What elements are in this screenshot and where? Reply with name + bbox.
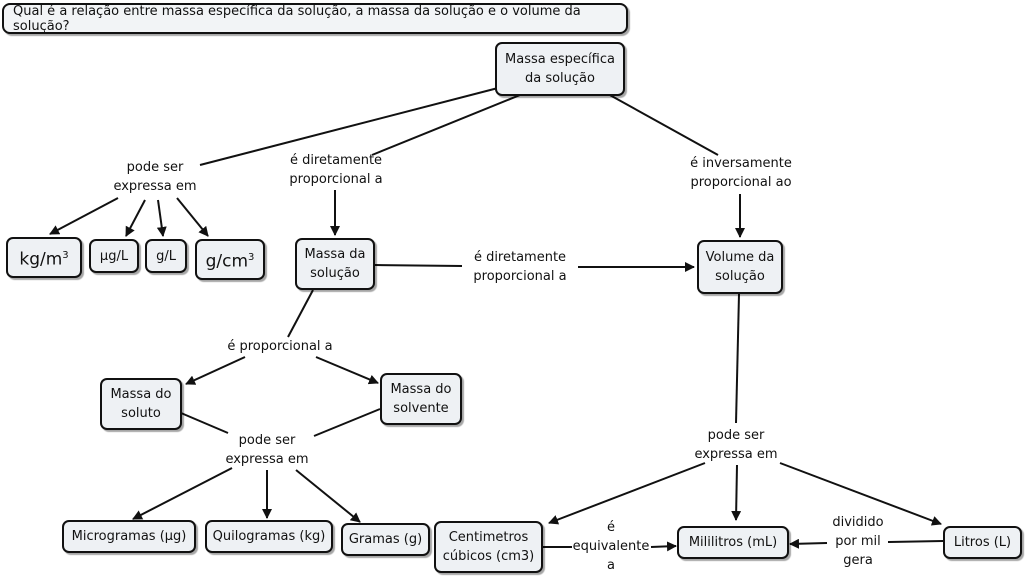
node-litros[interactable]: Litros (L) [943, 526, 1022, 559]
node-label: g/L [156, 248, 176, 264]
node-massa-solucao[interactable]: Massa da solução [295, 238, 375, 290]
focus-question: Qual é a relação entre massa específica … [2, 3, 628, 34]
link-dividido: dividido por mil gera [832, 515, 884, 568]
link-inversamente: é inversamente proporcional ao [690, 156, 792, 190]
link-pode-ser-expressa-3: pode ser expressa em [694, 428, 778, 462]
edge-arrow [315, 356, 379, 385]
edge-arrow [295, 469, 361, 523]
edge-arrow [779, 462, 942, 526]
node-microgramas[interactable]: Microgramas (µg) [62, 520, 196, 553]
edge-arrow [789, 538, 828, 549]
edge-line [199, 87, 499, 166]
edge-line [607, 93, 719, 156]
node-label: Litros (L) [953, 535, 1012, 550]
edge-line [887, 540, 944, 543]
node-centimetros[interactable]: Centimetros cúbicos (cm3) [434, 521, 543, 573]
node-label: Quilogramas (kg) [212, 529, 326, 544]
edge-line [313, 408, 381, 437]
node-label: Massa específica da solução [505, 52, 615, 86]
link-equivalente: é equivalente a [572, 520, 650, 573]
edge-arrow [650, 541, 677, 552]
edge-line [371, 94, 521, 156]
edge-arrow [176, 197, 209, 237]
node-massa-solvente[interactable]: Massa do solvente [380, 373, 462, 425]
node-label: Centimetros cúbicos (cm3) [442, 530, 535, 564]
link-diretamente-1: é diretamente proporcional a [289, 153, 383, 187]
node-kg-m3[interactable]: kg/m3 [6, 237, 82, 278]
node-quilogramas[interactable]: Quilogramas (kg) [205, 520, 333, 553]
node-label: Massa do soluto [110, 387, 172, 421]
link-pode-ser-expressa-2: pode ser expressa em [225, 433, 309, 467]
node-g-l[interactable]: g/L [145, 239, 187, 273]
edge-arrow [132, 467, 233, 520]
node-gramas[interactable]: Gramas (g) [341, 523, 430, 556]
node-ug-l[interactable]: µg/L [89, 239, 139, 273]
edge-arrow [548, 462, 706, 525]
link-diretamente-2: é diretamente proporcional a [473, 250, 567, 284]
node-label: kg/m3 [19, 249, 69, 270]
node-massa-soluto[interactable]: Massa do soluto [100, 378, 182, 430]
node-label: Mililitros (mL) [688, 535, 778, 550]
edge-arrow [185, 356, 246, 385]
node-massa-especifica[interactable]: Massa específica da solução [495, 42, 625, 96]
link-proporcional: é proporcional a [227, 339, 333, 354]
link-pode-ser-expressa-1: pode ser expressa em [113, 160, 197, 194]
node-label: µg/L [99, 248, 129, 264]
node-label: Microgramas (µg) [71, 529, 187, 544]
edge-arrow [731, 464, 742, 521]
node-volume-solucao[interactable]: Volume da solução [697, 240, 783, 294]
node-label: Gramas (g) [348, 532, 423, 547]
edge-arrow [125, 199, 146, 237]
edge-line [287, 289, 314, 338]
node-label: Massa da solução [304, 247, 366, 281]
edge-line [180, 412, 229, 434]
edge-arrow [156, 199, 167, 237]
edge-line [374, 264, 463, 267]
focus-question-text: Qual é a relação entre massa específica … [13, 3, 581, 34]
node-label: Massa do solvente [390, 382, 452, 416]
edge-arrow [49, 197, 119, 235]
edge-line [735, 293, 740, 424]
node-g-cm3[interactable]: g/cm3 [195, 239, 265, 280]
node-mililitros[interactable]: Mililitros (mL) [677, 526, 789, 559]
node-label: g/cm3 [205, 251, 255, 272]
node-label: Volume da solução [705, 250, 775, 284]
